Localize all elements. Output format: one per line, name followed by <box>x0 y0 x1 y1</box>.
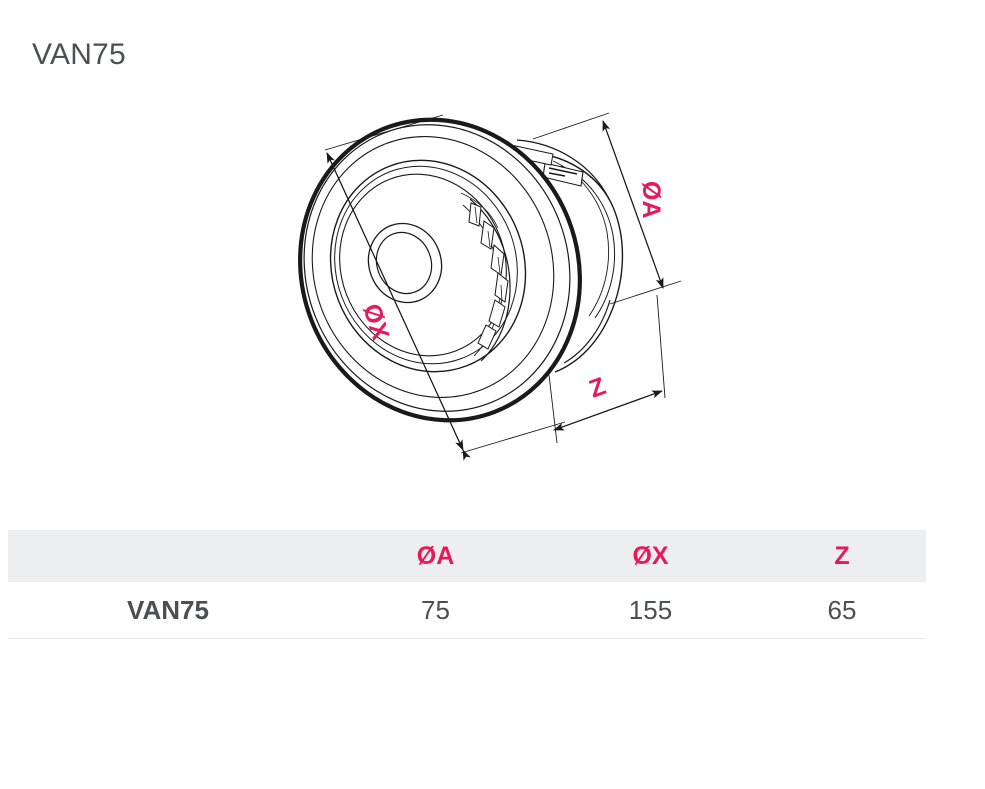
internal-vane-cage <box>460 192 511 362</box>
valve-body <box>298 117 624 423</box>
table-row: VAN75 75 155 65 <box>8 582 926 639</box>
table-header-depth-z: Z <box>834 541 850 570</box>
dimension-diameter-a: ØA <box>532 112 682 305</box>
flange-rim-line <box>311 136 555 398</box>
table-header-diameter-x: ØX <box>632 541 669 570</box>
table-header: ØA ØX Z <box>8 530 926 582</box>
cell-diameter-x: 155 <box>543 582 758 639</box>
dimension-label-diameter-a: ØA <box>637 181 665 219</box>
page-title: VAN75 <box>32 38 126 71</box>
cell-model: VAN75 <box>8 582 328 639</box>
table-header-model <box>8 530 328 582</box>
specification-table: ØA ØX Z VAN75 75 155 65 <box>8 530 926 639</box>
dimension-label-depth-z: Z <box>585 372 609 404</box>
table-header-row: ØA ØX Z <box>8 530 926 582</box>
table-header-diameter-a: ØA <box>416 541 455 570</box>
cell-depth-z: 65 <box>758 582 926 639</box>
cell-diameter-a: 75 <box>328 582 543 639</box>
technical-drawing: ØX ØA Z <box>265 95 715 495</box>
table-body: VAN75 75 155 65 <box>8 582 926 639</box>
air-valve-drawing-svg: ØX ØA Z <box>298 112 682 461</box>
dimension-depth-z: Z <box>548 294 666 444</box>
